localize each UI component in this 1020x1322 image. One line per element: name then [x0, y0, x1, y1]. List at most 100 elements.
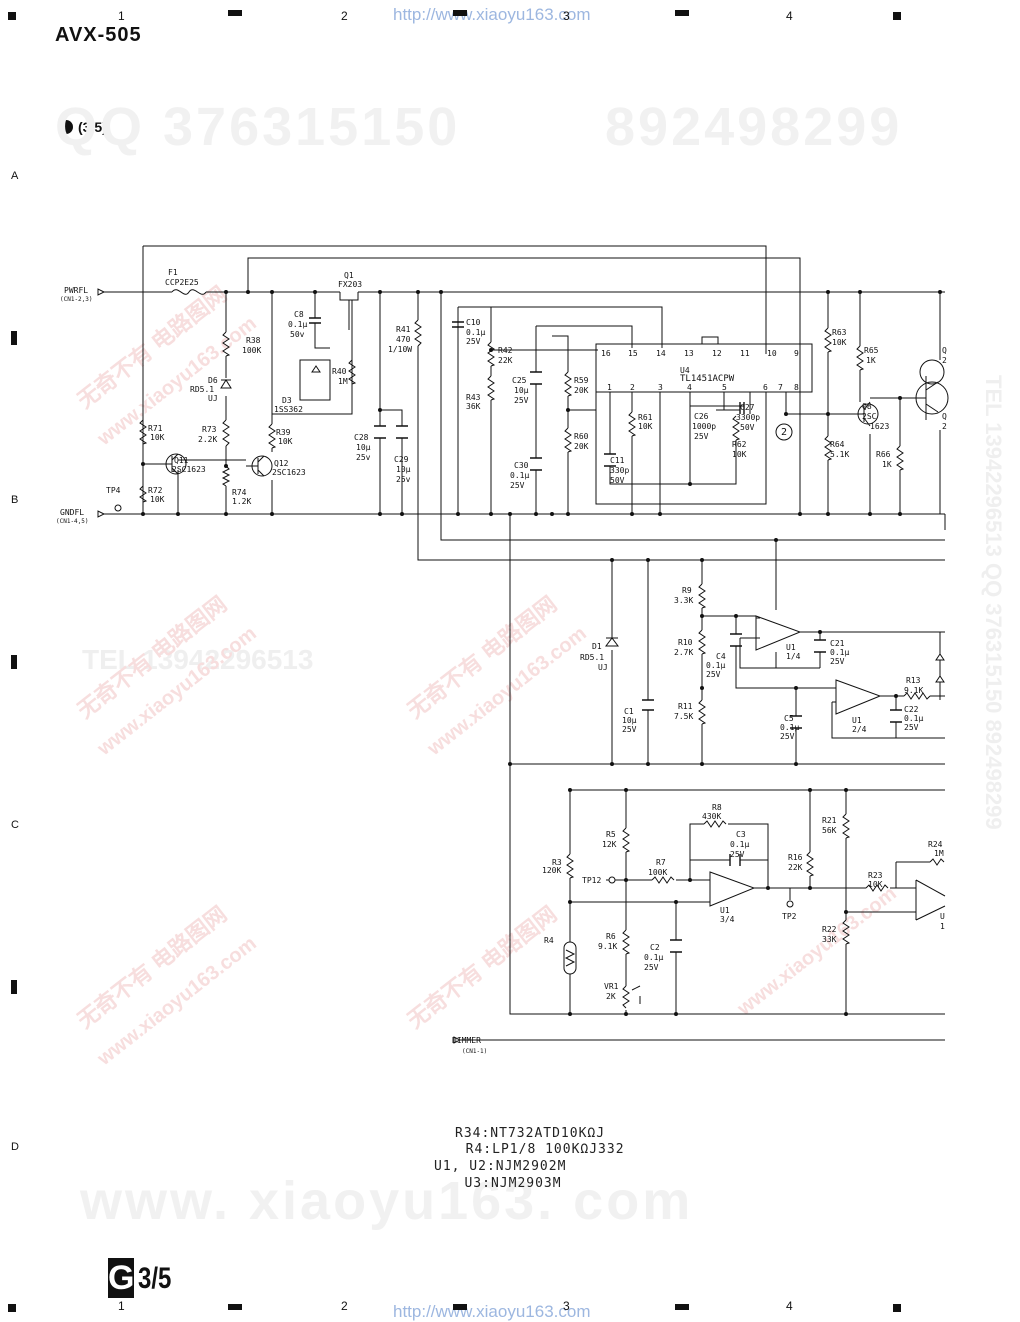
c5-value: 0.1μ [780, 723, 800, 732]
d1-label: D1 [592, 642, 602, 651]
connector-label: GNDFL [60, 508, 85, 517]
c25-value: 10μ [514, 386, 529, 395]
d6-value: RD5.1 [190, 385, 215, 394]
c28-label: C28 [354, 433, 369, 442]
site-url[interactable]: http://www.xiaoyu163.com [393, 1302, 591, 1321]
c2-value: 0.1μ [644, 953, 664, 962]
r10-value: 2.7K [674, 648, 694, 657]
connector-label: PWRFL [64, 286, 89, 295]
site-url[interactable]: http://www.xiaoyu163.com [393, 5, 591, 24]
c4-value: 0.1μ [706, 661, 726, 670]
r21-value: 56K [822, 826, 837, 835]
c3-label: C3 [736, 830, 746, 839]
c30-label: C30 [514, 461, 529, 470]
connector-ref: (CN1-4,5) [56, 518, 89, 525]
vr1-value: 2K [606, 992, 616, 1001]
grid-tick [11, 655, 17, 669]
r73-value: 2.2K [198, 435, 218, 444]
column-number: 2 [341, 9, 348, 23]
r73-label: R73 [202, 425, 217, 434]
c3-value: 0.1μ [730, 840, 750, 849]
c21-rating: 25V [830, 657, 845, 666]
r40-label: R40 [332, 367, 347, 376]
part-note: U3:NJM2903M [438, 1176, 562, 1191]
c11-rating: 50V [610, 476, 625, 485]
u1b-unit: 2/4 [852, 725, 867, 734]
u1a-label: U1 [786, 643, 796, 652]
u1c-unit: 3/4 [720, 915, 735, 924]
column-number: 3 [563, 9, 570, 23]
r62-label: R62 [732, 440, 747, 449]
section-label: (3/5) [59, 119, 107, 135]
q11-label: Q11 [174, 456, 189, 465]
d6-label: D6 [208, 376, 218, 385]
r64-value: 5.1K [830, 450, 850, 459]
c11-value: 330p [610, 466, 630, 475]
column-number: 1 [118, 1299, 125, 1313]
c2-rating: 25V [644, 963, 659, 972]
column-number: 3 [563, 1299, 570, 1313]
c29-value: 10μ [396, 465, 411, 474]
c5-rating: 25V [780, 732, 795, 741]
c1-label: C1 [624, 707, 634, 716]
grid-tick [228, 10, 242, 16]
c2-label: C2 [650, 943, 660, 952]
u4-pin: 9 [794, 349, 799, 358]
r8-value: 430K [702, 812, 722, 821]
r63-value: 10K [832, 338, 847, 347]
u4-pin: 5 [722, 383, 727, 392]
u4-pin: 14 [656, 349, 666, 358]
d6-suffix: UJ [208, 394, 218, 403]
watermark-tel: TEL 13942296513 [82, 644, 314, 675]
watermark-site: www. xiaoyu163. com [80, 1171, 694, 1231]
column-number: 1 [118, 9, 125, 23]
r24-label: R24 [928, 840, 943, 849]
r13-label: R13 [906, 676, 921, 685]
u4-pin: 13 [684, 349, 694, 358]
corner-mark [8, 1304, 16, 1312]
grid-tick [453, 1304, 467, 1310]
connector-ref: (CN1-2,3) [60, 296, 93, 303]
u4-pin: 2 [630, 383, 635, 392]
r42-label: R42 [498, 346, 513, 355]
grid-tick [453, 10, 467, 16]
footer-section-letter: G [108, 1258, 135, 1298]
u-right-unit: 1 [940, 922, 945, 931]
u4-pin: 1 [607, 383, 612, 392]
u4-part: TL1451ACPW [680, 374, 735, 384]
watermark-qq: QQ 376315150 [55, 97, 461, 157]
r74-value: 1.2K [232, 497, 252, 506]
r9-value: 3.3K [674, 596, 694, 605]
c8-value: 0.1μ [288, 320, 308, 329]
u4-pin: 10 [767, 349, 777, 358]
r7-value: 100K [648, 868, 668, 877]
r11-value: 7.5K [674, 712, 694, 721]
r13-value: 9.1K [904, 686, 924, 695]
q12-value: 2SC1623 [272, 468, 306, 477]
c30-rating: 25V [510, 481, 525, 490]
r66-label: R66 [876, 450, 891, 459]
u4-pin: 16 [601, 349, 611, 358]
r6-value: 9.1K [598, 942, 618, 951]
r3-label: R3 [552, 858, 562, 867]
r9-label: R9 [682, 586, 692, 595]
q1-label: Q1 [344, 271, 354, 280]
testpoint-label: TP2 [782, 912, 797, 921]
c5-label: C5 [784, 714, 794, 723]
grid-tick [675, 1304, 689, 1310]
d1-value: RD5.1 [580, 653, 605, 662]
row-letter: A [11, 170, 19, 182]
c1-value: 10μ [622, 716, 637, 725]
d1-suffix: UJ [598, 663, 608, 672]
row-letter: C [11, 819, 19, 831]
r6-label: R6 [606, 932, 616, 941]
corner-mark [8, 12, 16, 20]
connector-label: DIMMER [452, 1036, 481, 1045]
row-letter: D [11, 1141, 19, 1153]
testpoint-label: TP4 [106, 486, 121, 495]
c4-rating: 25V [706, 670, 721, 679]
r72-label: R72 [148, 486, 163, 495]
q-right-label: Q [942, 346, 947, 355]
